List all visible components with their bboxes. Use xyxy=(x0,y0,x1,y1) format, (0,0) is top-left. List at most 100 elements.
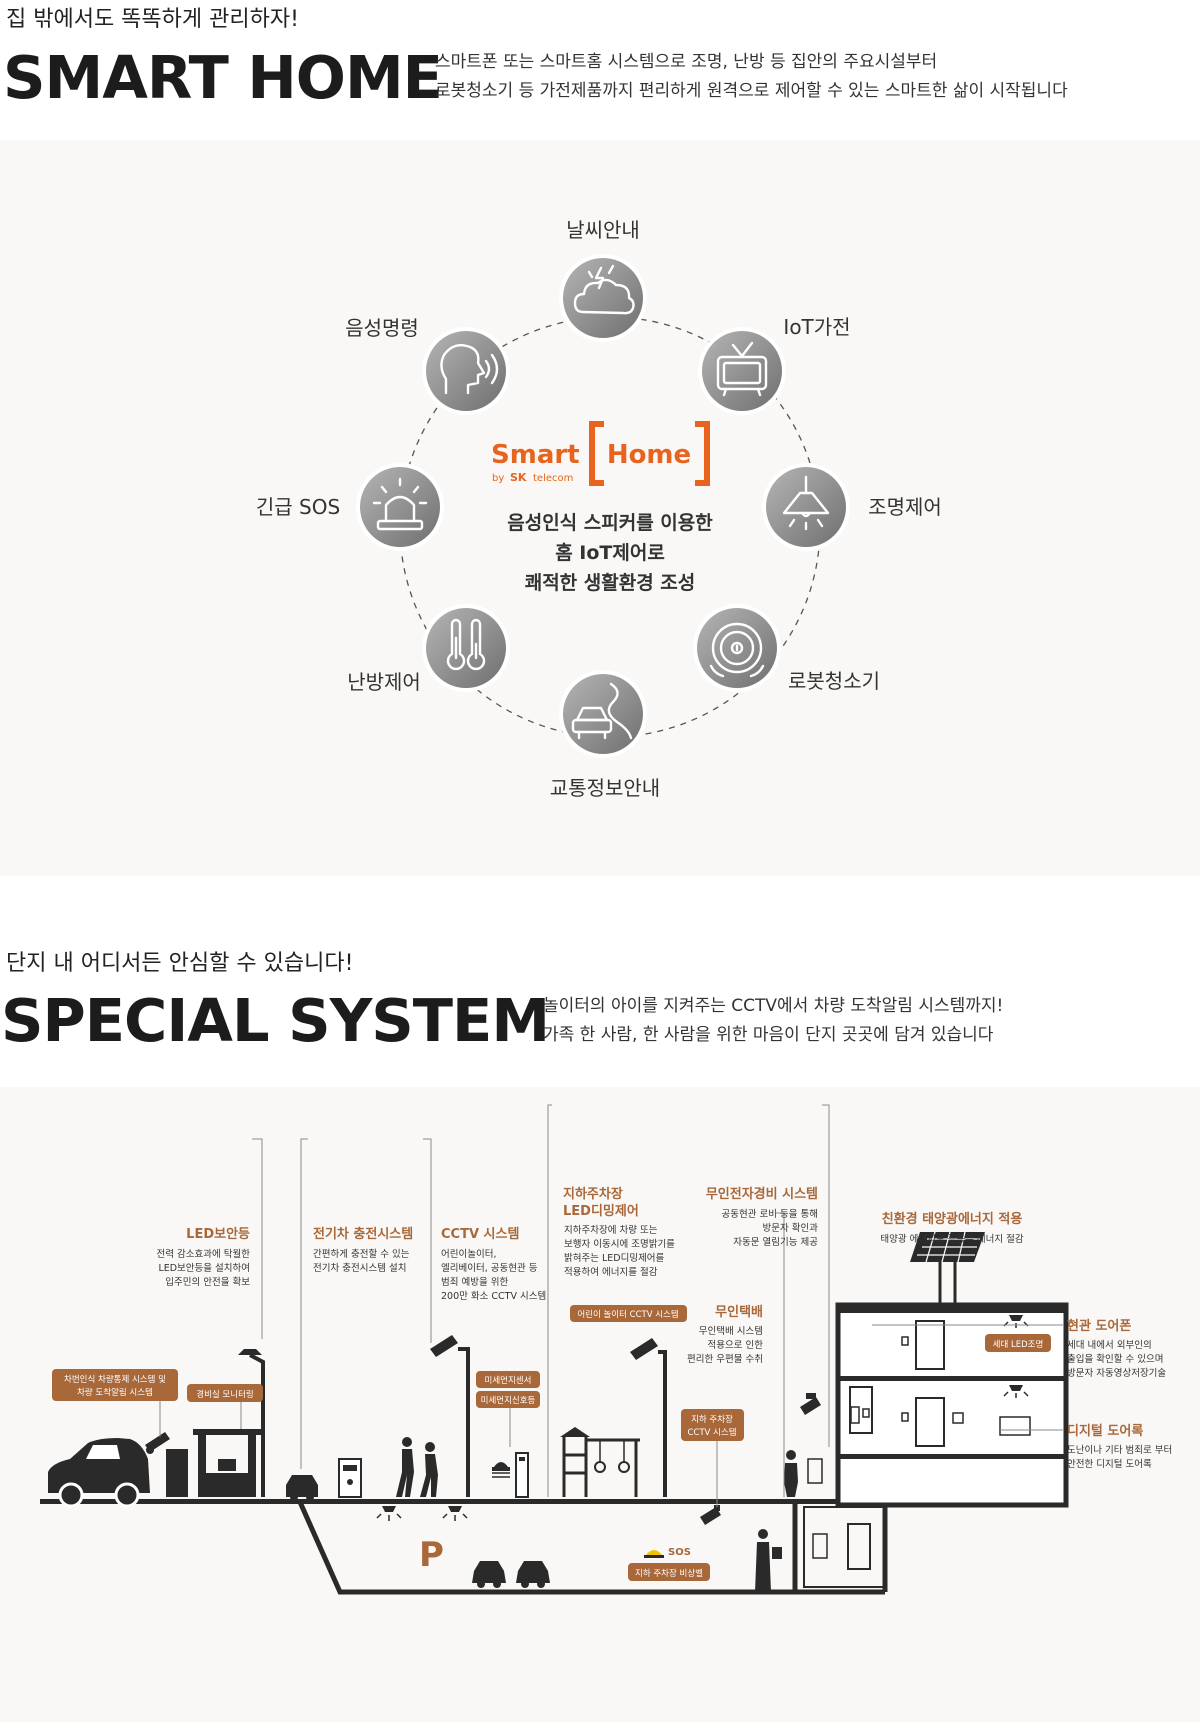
smart-home-desc-line-2: 로봇청소기 등 가전제품까지 편리하게 원격으로 제어할 수 있는 스마트한 삶… xyxy=(435,81,1068,101)
ev-charger-icon xyxy=(286,1458,362,1501)
fine-dust-signal-icon xyxy=(492,1452,529,1498)
entrance-door-title: 현관 도어폰 xyxy=(1067,1318,1131,1334)
sos-label: SOS xyxy=(668,1547,691,1558)
tag-household-led: 세대 LED조명 xyxy=(985,1334,1051,1352)
underground-led-line-2: 보행자 이동시에 조명밝기를 xyxy=(564,1238,675,1250)
center-text-line-2: 홈 IoT제어로 xyxy=(555,541,665,564)
smart-home-diagram: 날씨안내 IoT가전 xyxy=(256,218,942,800)
special-system-title: SPECIAL SYSTEM xyxy=(1,986,550,1055)
car-road-icon xyxy=(571,682,633,740)
special-system-panel: P SOS xyxy=(0,1087,1200,1722)
underground-led-title-2: LED디밍제어 xyxy=(563,1203,639,1219)
special-system-description: 놀이터의 아이를 지켜주는 CCTV에서 차량 도착알림 시스템까지! 가족 한… xyxy=(543,992,1183,1050)
annotation-led-security: LED보안등 전력 감소효과에 탁월한 LED보안등을 설치하여 입주민의 안전… xyxy=(157,1226,251,1288)
pedestrians-icon xyxy=(396,1437,438,1497)
car-icon xyxy=(48,1438,150,1508)
unmanned-security-title: 무인전자경비 시스템 xyxy=(706,1186,818,1202)
underground-led-title-1: 지하주차장 xyxy=(563,1186,623,1202)
feature-label-lighting: 조명제어 xyxy=(868,495,942,519)
tv-icon xyxy=(716,341,768,397)
smart-home-title: SMART HOME xyxy=(3,43,443,112)
unmanned-security-line-1: 공동현관 로비 등을 통해 xyxy=(722,1208,818,1220)
annotation-unmanned-delivery: 무인택배 무인택배 시스템 적용으로 인한 편리한 우편물 수취 xyxy=(687,1304,763,1365)
feature-label-robot-vacuum: 로봇청소기 xyxy=(788,669,880,693)
unmanned-delivery-line-3: 편리한 우편물 수취 xyxy=(687,1353,763,1365)
door-camera-icon xyxy=(800,1393,821,1415)
unmanned-security-line-3: 자동문 열림기능 제공 xyxy=(733,1236,818,1248)
feature-iot xyxy=(698,327,786,415)
tag-guard-monitoring: 경비실 모니터링 xyxy=(187,1384,263,1402)
special-system-desc-line-2: 가족 한 사람, 한 사람을 위한 마음이 단지 곳곳에 담겨 있습니다 xyxy=(543,1025,994,1045)
center-text-line-3: 쾌적한 생활환경 조성 xyxy=(525,572,696,594)
cctv-title: CCTV 시스템 xyxy=(441,1227,519,1242)
cctv-line-4: 200만 화소 CCTV 시스템 xyxy=(441,1290,546,1302)
pendant-lamp-icon xyxy=(782,475,830,531)
tag-parking-cctv: 지하 주차장 CCTV 시스템 xyxy=(681,1409,744,1441)
annotation-cctv: CCTV 시스템 어린이놀이터, 엘리베이터, 공동현관 등 범죄 예방을 위한… xyxy=(441,1227,546,1302)
annotation-underground-led: 지하주차장 LED디밍제어 지하주차장에 차량 또는 보행자 이동시에 조명밝기… xyxy=(563,1186,675,1278)
special-system-desc-line-1: 놀이터의 아이를 지켜주는 CCTV에서 차량 도착알림 시스템까지! xyxy=(543,996,1004,1016)
tag-parking-emergency-text: 지하 주차장 비상벨 xyxy=(635,1568,703,1579)
led-security-title: LED보안등 xyxy=(186,1226,250,1242)
parking-sign: P xyxy=(419,1535,444,1575)
logo-telecom: telecom xyxy=(533,473,573,484)
entrance-door-line-1: 세대 내에서 외부인의 xyxy=(1067,1339,1152,1351)
smart-home-desc-line-1: 스마트폰 또는 스마트홈 시스템으로 조명, 난방 등 집안의 주요시설부터 xyxy=(435,52,938,72)
feature-label-iot: IoT가전 xyxy=(783,315,850,339)
feature-weather xyxy=(559,254,647,342)
tag-fine-dust-sensor: 미세먼지센서 xyxy=(476,1371,540,1388)
underground-led-line-3: 밝혀주는 LED디밍제어를 xyxy=(564,1253,665,1264)
tag-parking-cctv-line-1: 지하 주차장 xyxy=(691,1414,733,1425)
feature-heating xyxy=(422,604,510,692)
digital-lock-line-2: 안전한 디지털 도어록 xyxy=(1067,1458,1152,1470)
solar-title: 친환경 태양광에너지 적용 xyxy=(882,1211,1023,1227)
center-text-line-1: 음성인식 스피커를 이용한 xyxy=(507,512,713,534)
led-security-line-1: 전력 감소효과에 탁월한 xyxy=(157,1248,251,1260)
tag-parking-emergency: 지하 주차장 비상벨 xyxy=(628,1563,710,1581)
led-security-line-2: LED보안등을 설치하여 xyxy=(158,1262,250,1274)
thermometer-icon xyxy=(446,618,486,671)
unmanned-delivery-line-2: 적용으로 인한 xyxy=(708,1339,764,1351)
feature-traffic xyxy=(559,670,647,758)
cloud-lightning-icon xyxy=(573,264,635,315)
special-system-diagram: P SOS xyxy=(40,1104,1172,1595)
ev-charging-title: 전기차 충전시스템 xyxy=(313,1226,413,1242)
playground-cctv-icon xyxy=(630,1338,667,1497)
basement-lights-icon xyxy=(376,1506,468,1521)
smart-home-kicker: 집 밖에서도 똑똑하게 관리하자! xyxy=(6,7,299,32)
entrance-door-line-2: 출입을 확인할 수 있으며 xyxy=(1067,1353,1163,1365)
solar-line-1: 태양광 에너지로 공용부 에너지 절감 xyxy=(880,1233,1023,1245)
tag-guard-monitoring-text: 경비실 모니터링 xyxy=(196,1389,253,1400)
unmanned-delivery-line-1: 무인택배 시스템 xyxy=(699,1325,763,1337)
tag-household-led-text: 세대 LED조명 xyxy=(993,1339,1044,1350)
entrance-door-line-3: 방문자 자동영상저장기술 xyxy=(1067,1368,1166,1379)
unmanned-security-line-2: 방문자 확인과 xyxy=(763,1222,819,1234)
digital-lock-line-1: 도난이나 기타 범죄로 부터 xyxy=(1067,1445,1172,1456)
robot-vacuum-icon xyxy=(709,622,765,678)
annotation-unmanned-security: 무인전자경비 시스템 공동현관 로비 등을 통해 방문자 확인과 자동문 열림기… xyxy=(706,1186,818,1248)
feature-label-sos: 긴급 SOS xyxy=(256,495,340,519)
tag-plate-recognition-line-1: 차번인식 차량통제 시스템 및 xyxy=(64,1374,166,1385)
underground-parking: P SOS xyxy=(419,1505,782,1592)
annotation-digital-lock: 디지털 도어록 도난이나 기타 범죄로 부터 안전한 디지털 도어록 xyxy=(1067,1423,1172,1470)
underground-led-line-1: 지하주차장에 차량 또는 xyxy=(564,1224,658,1236)
voice-head-icon xyxy=(440,344,499,395)
led-lamp-post-icon xyxy=(238,1349,265,1497)
feature-label-weather: 날씨안내 xyxy=(566,218,640,242)
unmanned-delivery-title: 무인택배 xyxy=(715,1304,763,1320)
gate-camera-icon xyxy=(145,1432,188,1497)
logo-bracket-right xyxy=(695,421,710,486)
tag-playground-cctv: 어린이 놀이터 CCTV 시스템 xyxy=(570,1305,687,1322)
feature-sos xyxy=(356,463,444,551)
feature-robot-vacuum xyxy=(693,604,781,692)
special-system-kicker: 단지 내 어디서든 안심할 수 있습니다! xyxy=(6,951,354,976)
logo-sk: SK xyxy=(510,471,527,484)
cctv-line-1: 어린이놀이터, xyxy=(441,1249,496,1260)
guard-house-icon xyxy=(193,1429,261,1497)
cctv-line-2: 엘리베이터, 공동현관 등 xyxy=(441,1263,538,1274)
leader-lines xyxy=(159,1104,1063,1507)
feature-lighting xyxy=(762,463,850,551)
tag-parking-cctv-line-2: CCTV 시스템 xyxy=(687,1427,736,1438)
logo-home: Home xyxy=(607,440,691,470)
